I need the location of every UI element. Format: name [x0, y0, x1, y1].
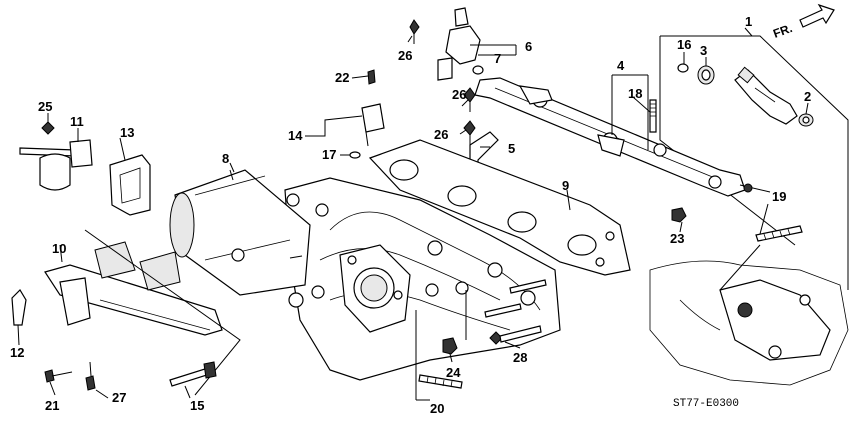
inset-outline	[649, 260, 849, 386]
injector-group-frame-left	[659, 36, 796, 246]
callout-27: 27	[112, 390, 126, 405]
intake-manifold	[284, 177, 561, 381]
stay-plate	[44, 264, 223, 336]
callout-4: 4	[617, 58, 625, 73]
injector-connector	[737, 66, 755, 84]
sensor-14	[349, 69, 385, 159]
callout-24: 24	[446, 365, 461, 380]
direction-label: FR.	[771, 21, 794, 41]
bolts-right-group	[484, 279, 547, 318]
leader-lines	[17, 27, 809, 401]
fuel-rail	[474, 77, 771, 197]
manifold-body	[284, 177, 561, 381]
o-ring-16	[677, 63, 689, 73]
engine-location-inset	[649, 244, 849, 386]
clip-12	[11, 289, 27, 326]
callout-23: 23	[670, 231, 684, 246]
injector-group-frame	[660, 35, 849, 290]
regulator-body	[445, 25, 481, 65]
callout-22: 22	[335, 70, 349, 85]
intake-plenum	[169, 169, 325, 308]
callout-2: 2	[804, 89, 811, 104]
callout-11: 11	[70, 114, 84, 129]
callout-9: 9	[562, 178, 569, 193]
intake-manifold-gasket	[368, 139, 631, 276]
callout-5: 5	[508, 141, 515, 156]
callout-20: 20	[430, 401, 444, 416]
callout-18: 18	[628, 86, 642, 101]
stay-bracket-11	[19, 139, 93, 191]
bolt-22	[367, 69, 376, 85]
callout-19: 19	[772, 189, 786, 204]
o-ring-7	[472, 65, 484, 75]
callout-10: 10	[52, 241, 66, 256]
stud-19	[755, 225, 803, 242]
bolt-25	[41, 121, 55, 135]
callout-21: 21	[45, 398, 59, 413]
bolt-21	[44, 369, 73, 383]
callout-28: 28	[513, 350, 527, 365]
stud-20	[418, 374, 463, 389]
bolt-28	[489, 325, 542, 345]
callout-1: 1	[745, 14, 752, 29]
callout-7: 7	[494, 51, 501, 66]
callout-26-a: 26	[398, 48, 412, 63]
callout-25: 25	[38, 99, 52, 114]
o-ring-17	[349, 151, 361, 159]
callout-3: 3	[700, 43, 707, 58]
callout-8: 8	[222, 151, 229, 166]
callout-13: 13	[120, 125, 134, 140]
fuel-injector	[734, 69, 798, 125]
callout-labels: 1 2 3 4 5 6 7 8 9 10 11 12 13 14 15 16 1…	[10, 14, 811, 416]
front-arrow-icon	[799, 3, 835, 28]
bolt-27	[85, 361, 96, 391]
callout-26-c: 26	[434, 127, 448, 142]
callout-12: 12	[10, 345, 24, 360]
nut-23	[671, 207, 687, 223]
callout-15: 15	[190, 398, 204, 413]
callout-16: 16	[677, 37, 691, 52]
gasket-plate	[368, 139, 631, 276]
callout-26-b: 26	[452, 87, 466, 102]
manifold-stay-10	[44, 229, 241, 396]
stud-18	[649, 99, 657, 133]
callout-14: 14	[288, 128, 303, 143]
diagram-code: ST77-E0300	[673, 398, 739, 410]
front-direction-indicator: FR.	[771, 3, 835, 41]
bolts-26	[409, 19, 476, 145]
callout-6: 6	[525, 39, 532, 54]
pressure-regulator	[437, 7, 484, 81]
bolt-15	[169, 361, 217, 387]
nut-24	[442, 337, 458, 355]
stay-bracket-13	[109, 154, 151, 216]
callout-17: 17	[322, 147, 336, 162]
injector-group	[659, 35, 849, 290]
